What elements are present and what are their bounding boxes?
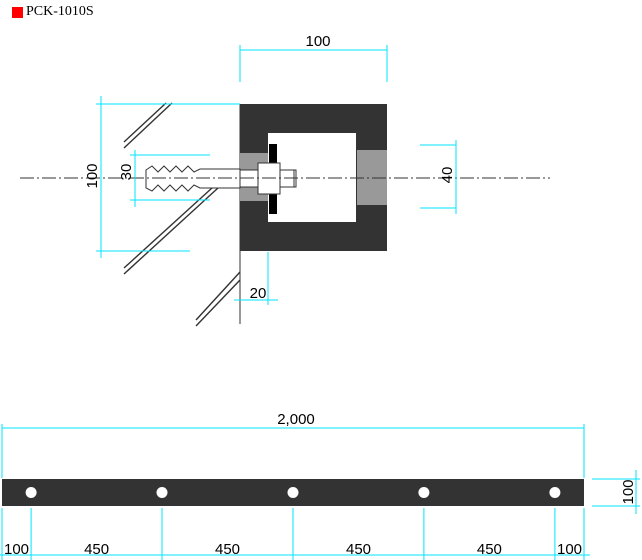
bar-hole	[25, 487, 37, 498]
dim-height: 100	[84, 96, 240, 258]
dim-gap: 20	[234, 252, 278, 305]
dim-segments: 100 450 450 450 450 100	[1, 508, 585, 560]
dim-segment-label: 100	[4, 541, 29, 558]
bar-elevation: 2,000 100 100 450 450 450 450 100	[0, 411, 640, 560]
drawing-title: PCK-1010S	[12, 4, 94, 20]
dim-anchor: 30	[118, 150, 210, 207]
dim-height-label: 100	[84, 163, 101, 188]
dim-total-length-label: 2,000	[277, 411, 315, 428]
dim-total-length: 2,000	[1, 411, 585, 478]
dim-width: 100	[239, 33, 388, 82]
hatch-line	[123, 102, 173, 149]
dim-bar-height: 100	[592, 470, 640, 514]
dim-hole: 40	[420, 140, 457, 214]
hatch-line	[195, 279, 241, 327]
bar-hole	[287, 487, 299, 498]
bar-hole	[549, 487, 561, 498]
hatch-line	[195, 271, 241, 321]
dim-segment-label: 450	[84, 541, 109, 558]
dim-gap-label: 20	[250, 285, 267, 302]
bar-hole	[418, 487, 430, 498]
dim-hole-label: 40	[439, 167, 456, 184]
title-text: PCK-1010S	[26, 4, 94, 19]
hatch-line	[123, 187, 213, 269]
bar-holes	[25, 487, 561, 498]
dim-width-label: 100	[305, 33, 330, 50]
dim-segment-label: 450	[477, 541, 502, 558]
dim-anchor-label: 30	[118, 164, 135, 181]
hatch-line	[123, 102, 167, 143]
section-view: 100 100 30 40 20	[20, 33, 550, 327]
bar-hole	[156, 487, 168, 498]
dim-segment-label: 450	[215, 541, 240, 558]
dim-segment-label: 100	[557, 541, 582, 558]
title-marker-icon	[12, 6, 23, 18]
dim-bar-height-label: 100	[620, 479, 637, 504]
dim-segment-label: 450	[346, 541, 371, 558]
hatch-line	[123, 187, 219, 275]
wall-hatch	[123, 102, 241, 327]
washer-bottom	[269, 190, 277, 214]
washer-top	[269, 144, 277, 168]
